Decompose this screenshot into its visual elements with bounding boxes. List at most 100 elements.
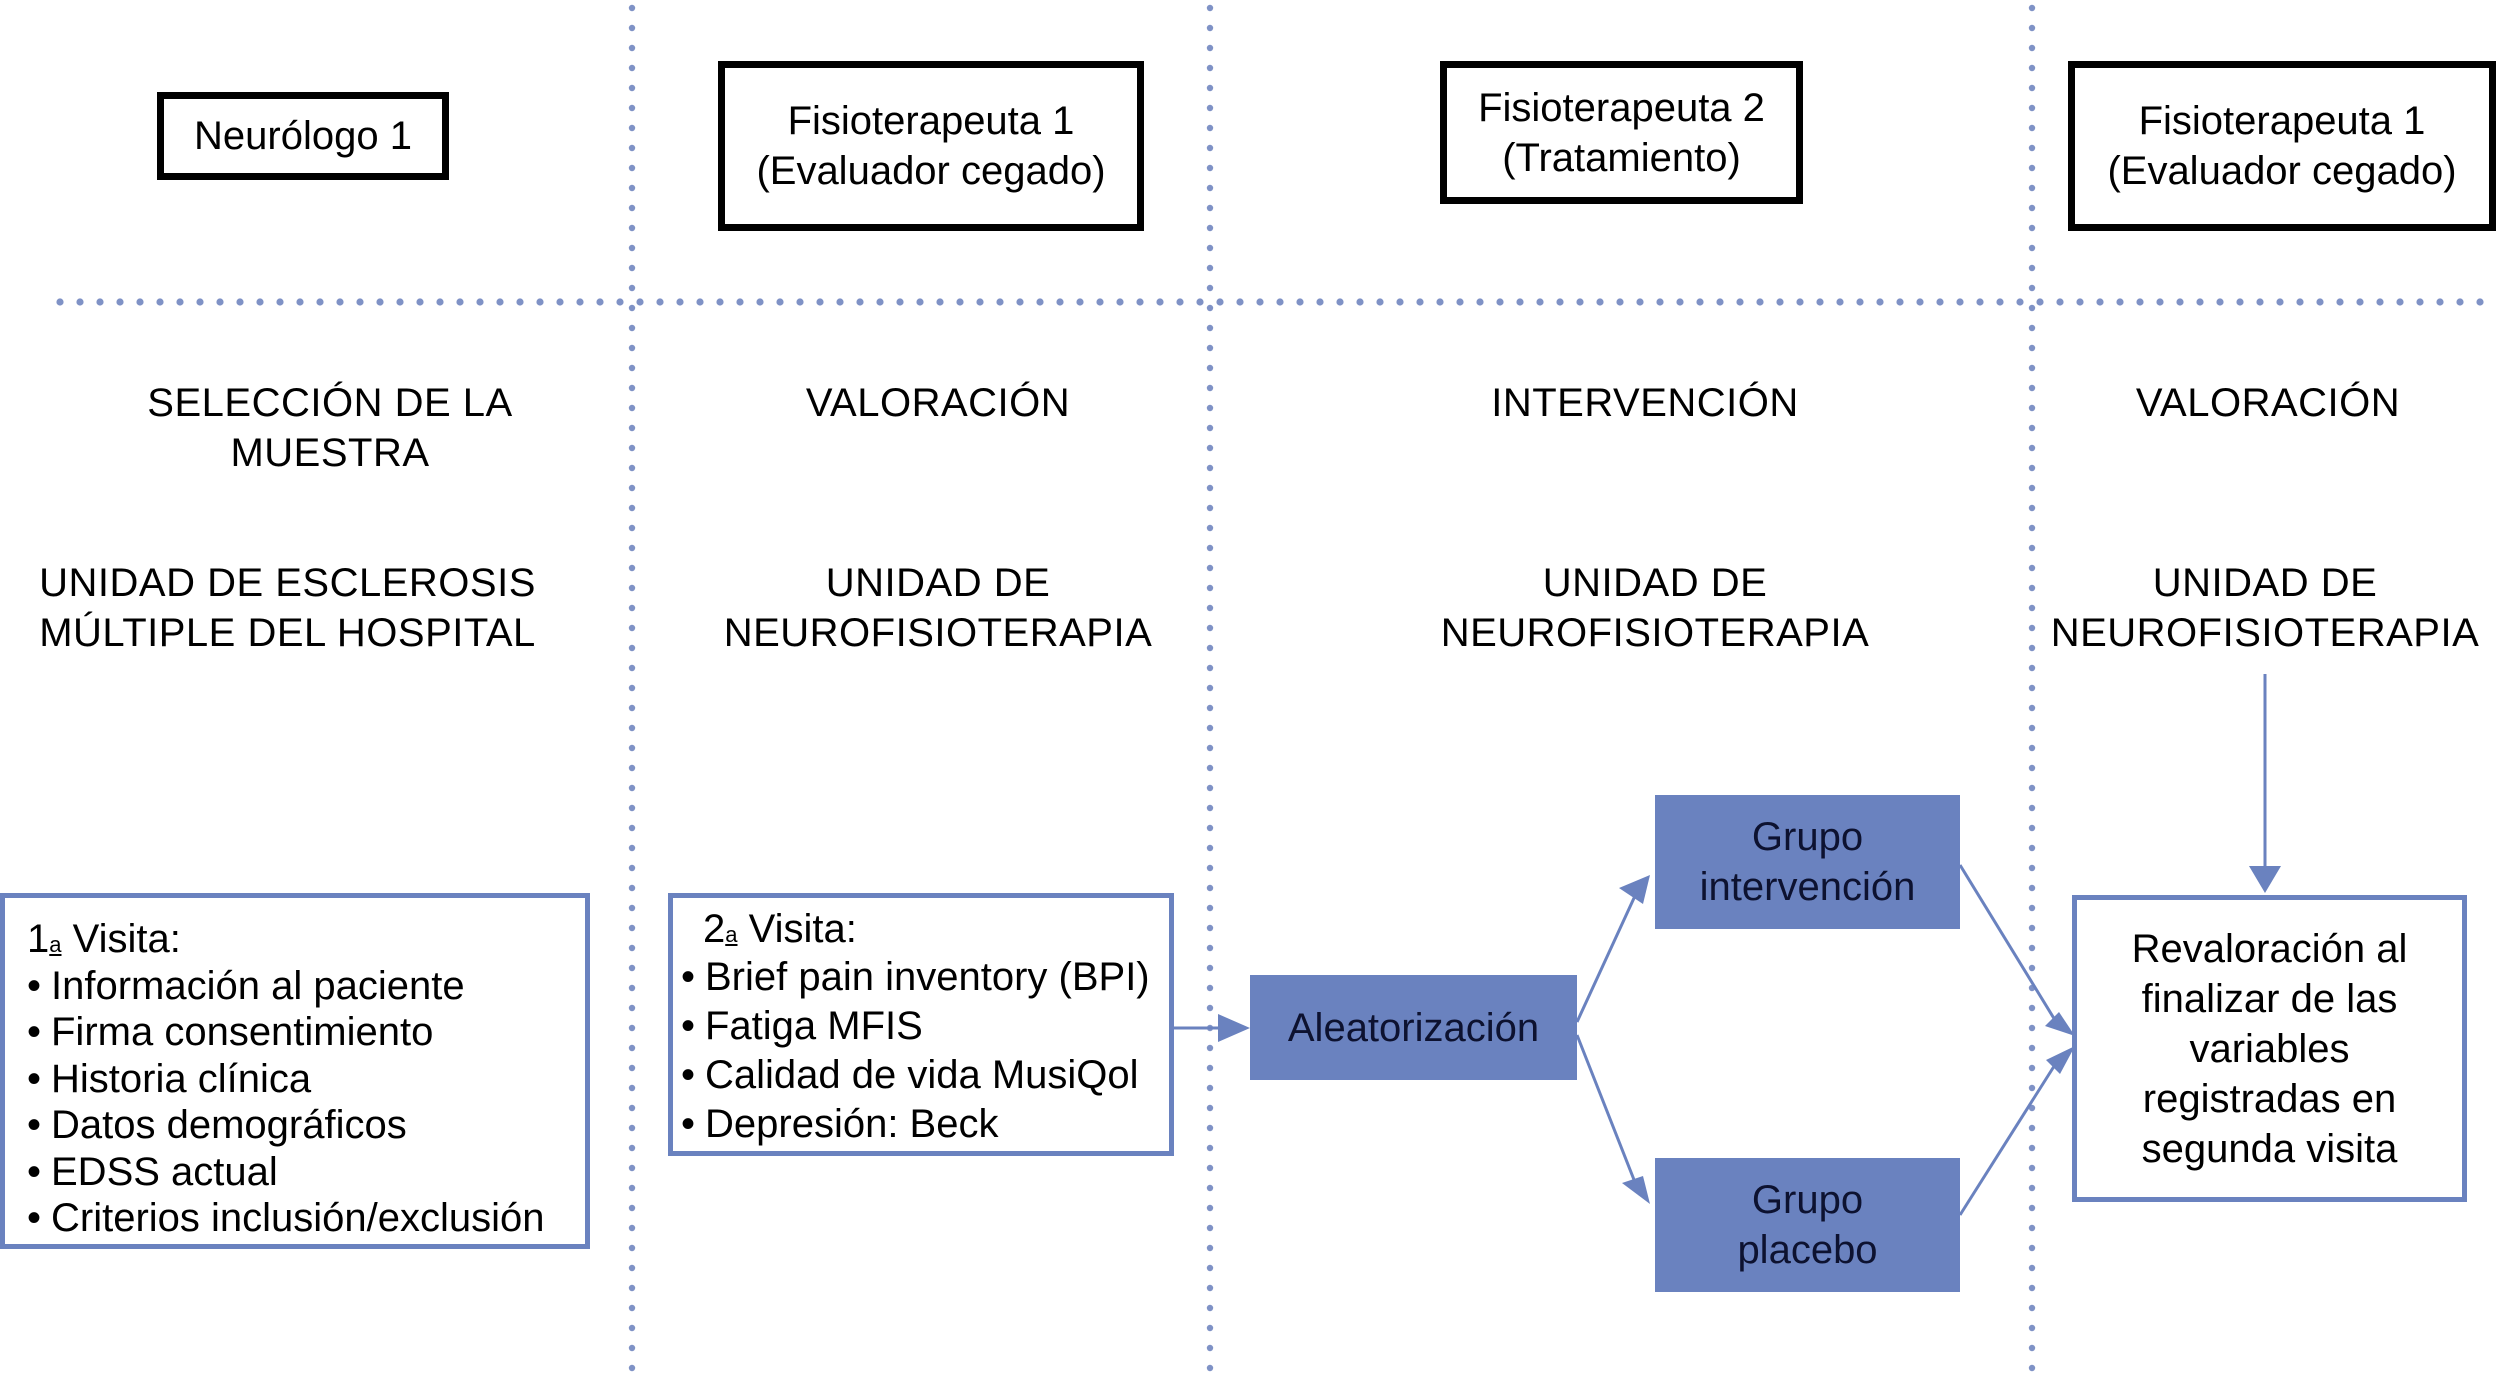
divider-dot <box>836 298 844 306</box>
divider-dot <box>1206 944 1214 952</box>
divider-dot <box>1206 1264 1214 1272</box>
role-line: (Evaluador cegado) <box>756 149 1106 193</box>
divider-dot <box>1206 304 1214 312</box>
divider-dot <box>1206 1004 1214 1012</box>
divider-dot <box>2028 1204 2036 1212</box>
phase-line: VALORACIÓN <box>2135 381 2401 425</box>
divider-dot <box>2028 1284 2036 1292</box>
divider-dot <box>628 524 636 532</box>
divider-dot <box>1206 1284 1214 1292</box>
randomization-label: Aleatorización <box>1287 1005 1540 1050</box>
divider-dot <box>2316 298 2324 306</box>
divider-dot <box>1206 924 1214 932</box>
role-line: (Tratamiento) <box>1502 135 1741 180</box>
divider-dot <box>2196 298 2204 306</box>
divider-dot <box>1636 298 1644 306</box>
divider-dot <box>628 404 636 412</box>
arrow-placebo-to-reassessment <box>1958 1059 2060 1216</box>
divider-dot <box>556 298 564 306</box>
divider-dot <box>2028 4 2036 12</box>
divider-dot <box>1016 298 1024 306</box>
divider-dot <box>2028 144 2036 152</box>
divider-dot <box>1206 1064 1214 1072</box>
divider-dot <box>1436 298 1444 306</box>
unit-line: NEUROFISIOTERAPIA <box>723 611 1153 655</box>
arrowhead-visit2 <box>1218 1014 1250 1042</box>
reassessment-box: Revaloración al finalizar de las variabl… <box>2072 895 2467 1202</box>
divider-dot <box>1096 298 1104 306</box>
arrowhead-reassessment-top <box>2045 1012 2075 1036</box>
divider-dot <box>2028 1064 2036 1072</box>
divider-dot <box>2016 298 2024 306</box>
divider-dot <box>628 1024 636 1032</box>
role-line: (Evaluador cegado) <box>2107 149 2457 193</box>
divider-dot <box>1296 298 1304 306</box>
divider-dot <box>1206 24 1214 32</box>
divider-dot <box>1206 244 1214 252</box>
divider-dot <box>1206 744 1214 752</box>
divider-dot <box>2028 684 2036 692</box>
divider-dot <box>1206 984 1214 992</box>
divider-dot <box>1206 164 1214 172</box>
role-box-physio1-assessment: Fisioterapeuta 1 (Evaluador cegado) <box>718 61 1144 231</box>
divider-dot <box>1696 298 1704 306</box>
divider-dot <box>2028 204 2036 212</box>
divider-dot <box>2028 104 2036 112</box>
divider-dot <box>2028 344 2036 352</box>
divider-dot <box>356 298 364 306</box>
divider-dot <box>2028 444 2036 452</box>
divider-dot <box>1206 1324 1214 1332</box>
divider-dot <box>2028 624 2036 632</box>
divider-dot <box>1206 544 1214 552</box>
divider-dot <box>1916 298 1924 306</box>
divider-dot <box>628 244 636 252</box>
divider-dot <box>628 744 636 752</box>
divider-dot <box>2028 324 2036 332</box>
list-item: •Depresión: Beck <box>681 1101 999 1146</box>
divider-dot <box>1206 204 1214 212</box>
divider-dot <box>116 298 124 306</box>
divider-dot <box>628 1284 636 1292</box>
divider-dot <box>1316 298 1324 306</box>
divider-dot <box>1206 604 1214 612</box>
unit-line: NEUROFISIOTERAPIA <box>2050 611 2480 655</box>
divider-dot <box>1836 298 1844 306</box>
divider-dot <box>2028 644 2036 652</box>
list-item: •Información al paciente <box>27 963 465 1008</box>
divider-dot <box>2028 224 2036 232</box>
divider-dot <box>1176 298 1184 306</box>
divider-dot <box>696 298 704 306</box>
divider-dot <box>2028 664 2036 672</box>
divider-dot <box>628 1064 636 1072</box>
divider-dot <box>2216 298 2224 306</box>
divider-dot <box>1536 298 1544 306</box>
divider-dot <box>256 298 264 306</box>
divider-dot <box>1716 298 1724 306</box>
divider-dot <box>628 384 636 392</box>
divider-dot <box>2028 504 2036 512</box>
divider-dot <box>1476 298 1484 306</box>
group-line: placebo <box>1737 1228 1878 1272</box>
divider-dot <box>2336 298 2344 306</box>
divider-dot <box>2028 704 2036 712</box>
divider-dot <box>628 1244 636 1252</box>
divider-dot <box>736 298 744 306</box>
divider-dot <box>2028 84 2036 92</box>
divider-dot <box>1956 298 1964 306</box>
divider-dot <box>2028 1084 2036 1092</box>
divider-dot <box>2028 284 2036 292</box>
divider-dot <box>1206 1084 1214 1092</box>
divider-dot <box>716 298 724 306</box>
divider-dot <box>628 704 636 712</box>
list-item: •Historia clínica <box>27 1056 312 1101</box>
divider-dot <box>596 298 604 306</box>
visit2-box: 2a Visita: •Brief pain inventory (BPI) •… <box>668 893 1174 1156</box>
divider-dot <box>1816 298 1824 306</box>
divider-dot <box>628 304 636 312</box>
phase-line: INTERVENCIÓN <box>1491 381 1799 425</box>
divider-dot <box>628 1304 636 1312</box>
divider-dot <box>2056 298 2064 306</box>
divider-dot <box>416 298 424 306</box>
divider-dot <box>1206 624 1214 632</box>
divider-dot <box>476 298 484 306</box>
